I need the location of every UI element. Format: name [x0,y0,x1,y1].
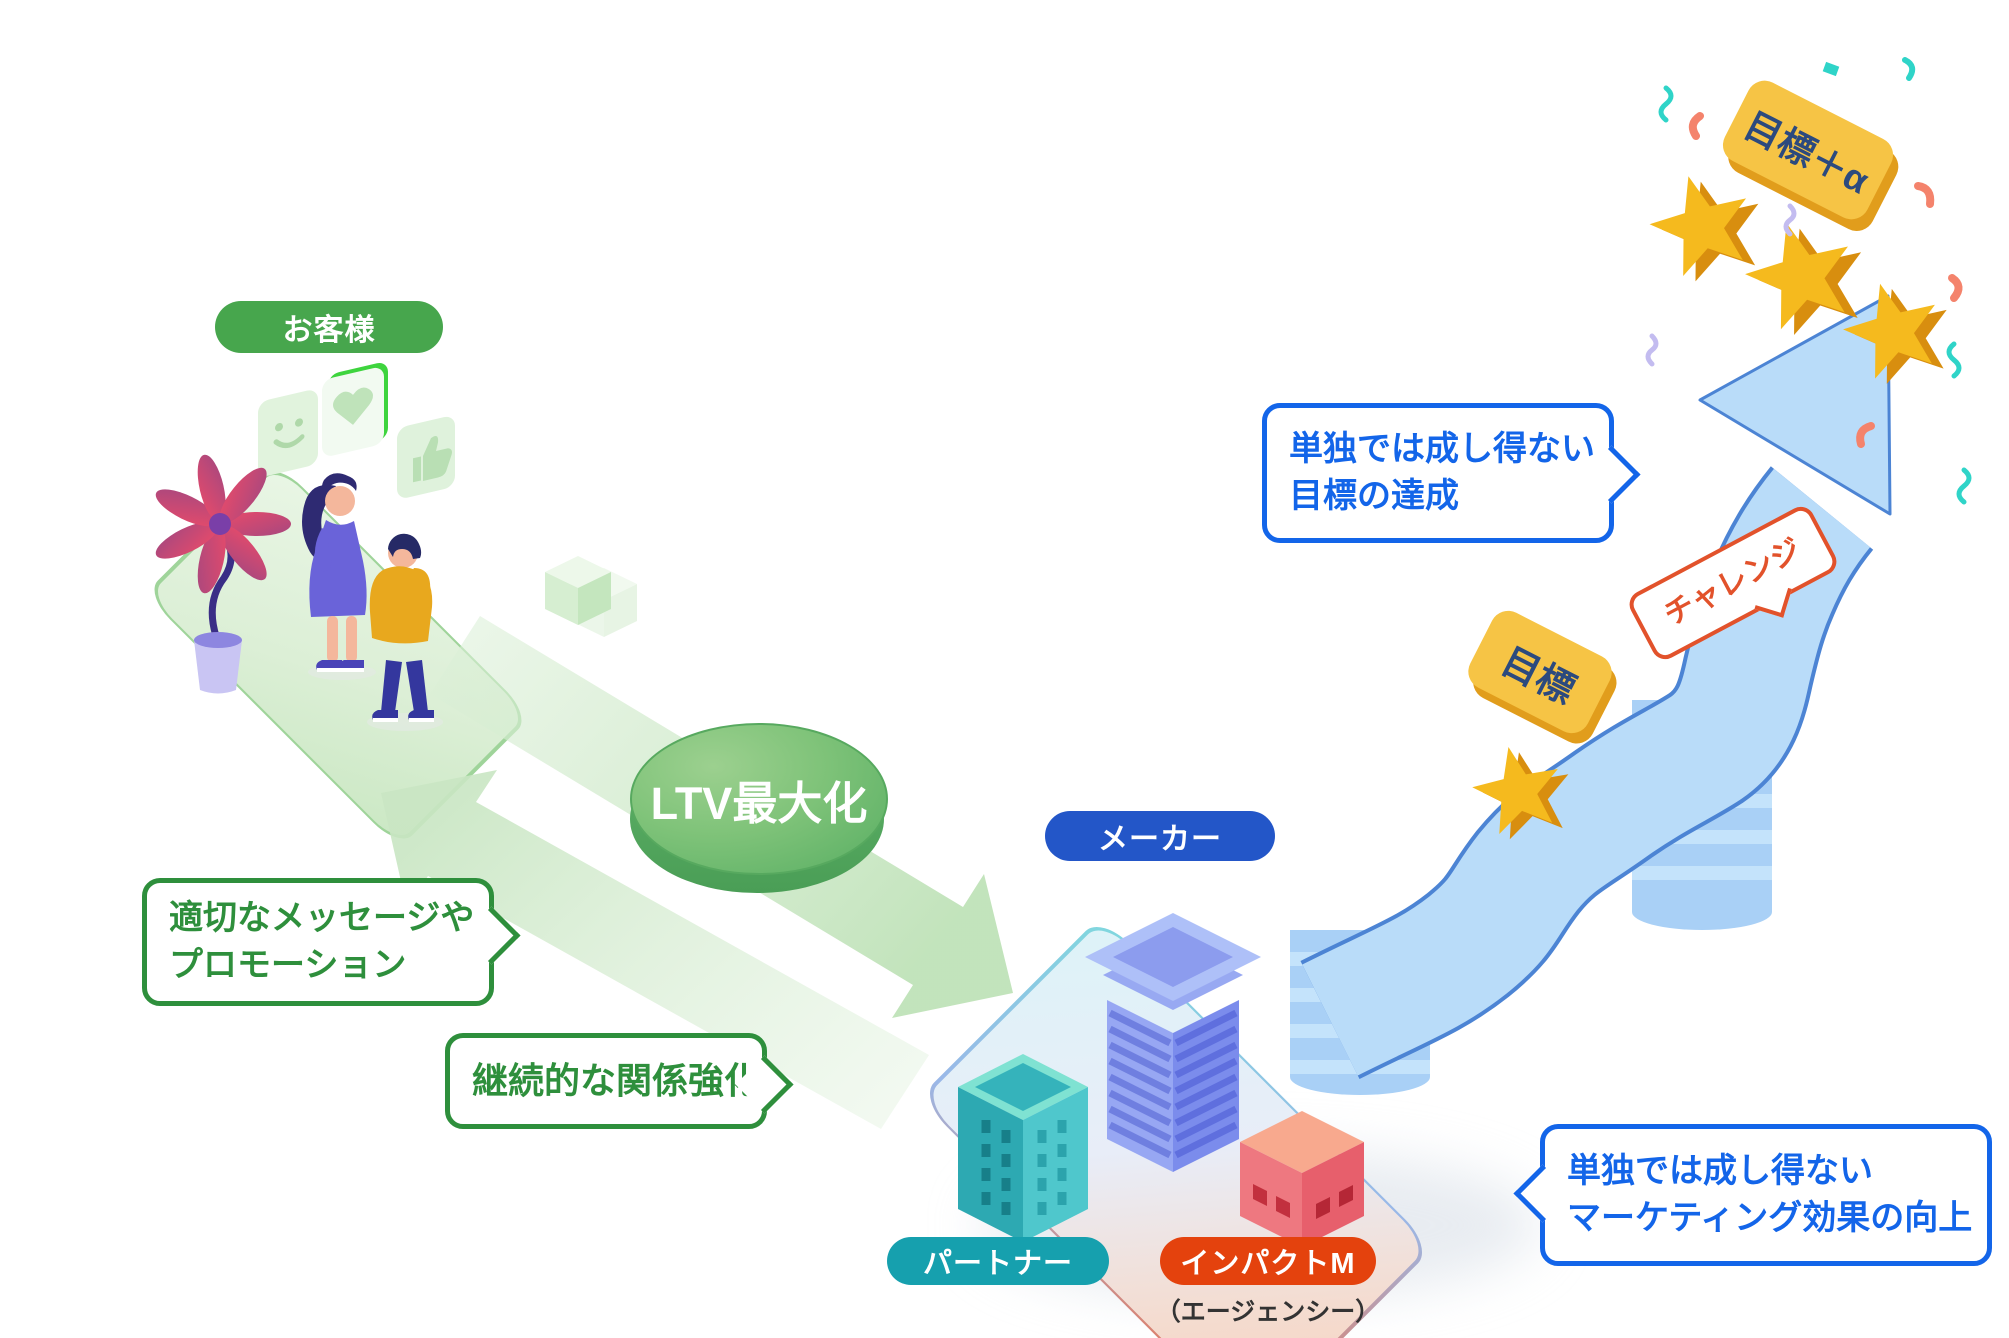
flower-plant [155,454,291,694]
smiley-card [258,390,318,476]
star-icon [1640,160,1774,290]
agency-note: （エージェンシー） [1155,1298,1381,1326]
arrow-to-customers [381,770,929,1129]
customer-scene [155,363,637,731]
maker-tower [1085,913,1261,1172]
ltv-disc: LTV最大化 [630,723,888,875]
maker-pill: メーカー [1045,811,1275,861]
flower-petals [155,454,291,594]
customer-pill-label: お客様 [282,314,376,347]
heart-card [322,363,388,456]
flower-pot [194,640,242,694]
agency-cube [1240,1111,1364,1247]
thumb-icon [413,436,452,483]
woman-figure [302,473,376,680]
thumbs-up-card [397,416,455,498]
partner-building [958,1054,1088,1242]
ltv-label: LTV最大化 [650,777,868,829]
buildings [958,913,1364,1247]
impact-m-pill: インパクトM [1160,1237,1376,1285]
partner-pill: パートナー [887,1237,1109,1285]
maker-pill-label: メーカー [1098,823,1222,856]
goal-badge-label: 目標 [1494,640,1582,712]
growth-arrowhead [1698,294,1892,516]
confetti [1645,57,1972,505]
impact-m-pill-label: インパクトM [1180,1248,1356,1280]
heart-icon [333,387,373,425]
green-cube-icon [545,556,637,637]
message-promotion-bubble: 適切なメッセージや プロモーション [142,878,521,1006]
marketing-effect-bubble: 単独では成し得ない マーケティング効果の向上 [1513,1124,1992,1266]
relationship-bubble: 継続的な関係強化 [445,1033,794,1129]
man-figure [367,533,443,731]
customer-pill: お客様 [215,301,443,353]
goal-achievement-bubble: 単独では成し得ない 目標の達成 [1262,403,1641,543]
partner-pill-label: パートナー [922,1248,1073,1280]
